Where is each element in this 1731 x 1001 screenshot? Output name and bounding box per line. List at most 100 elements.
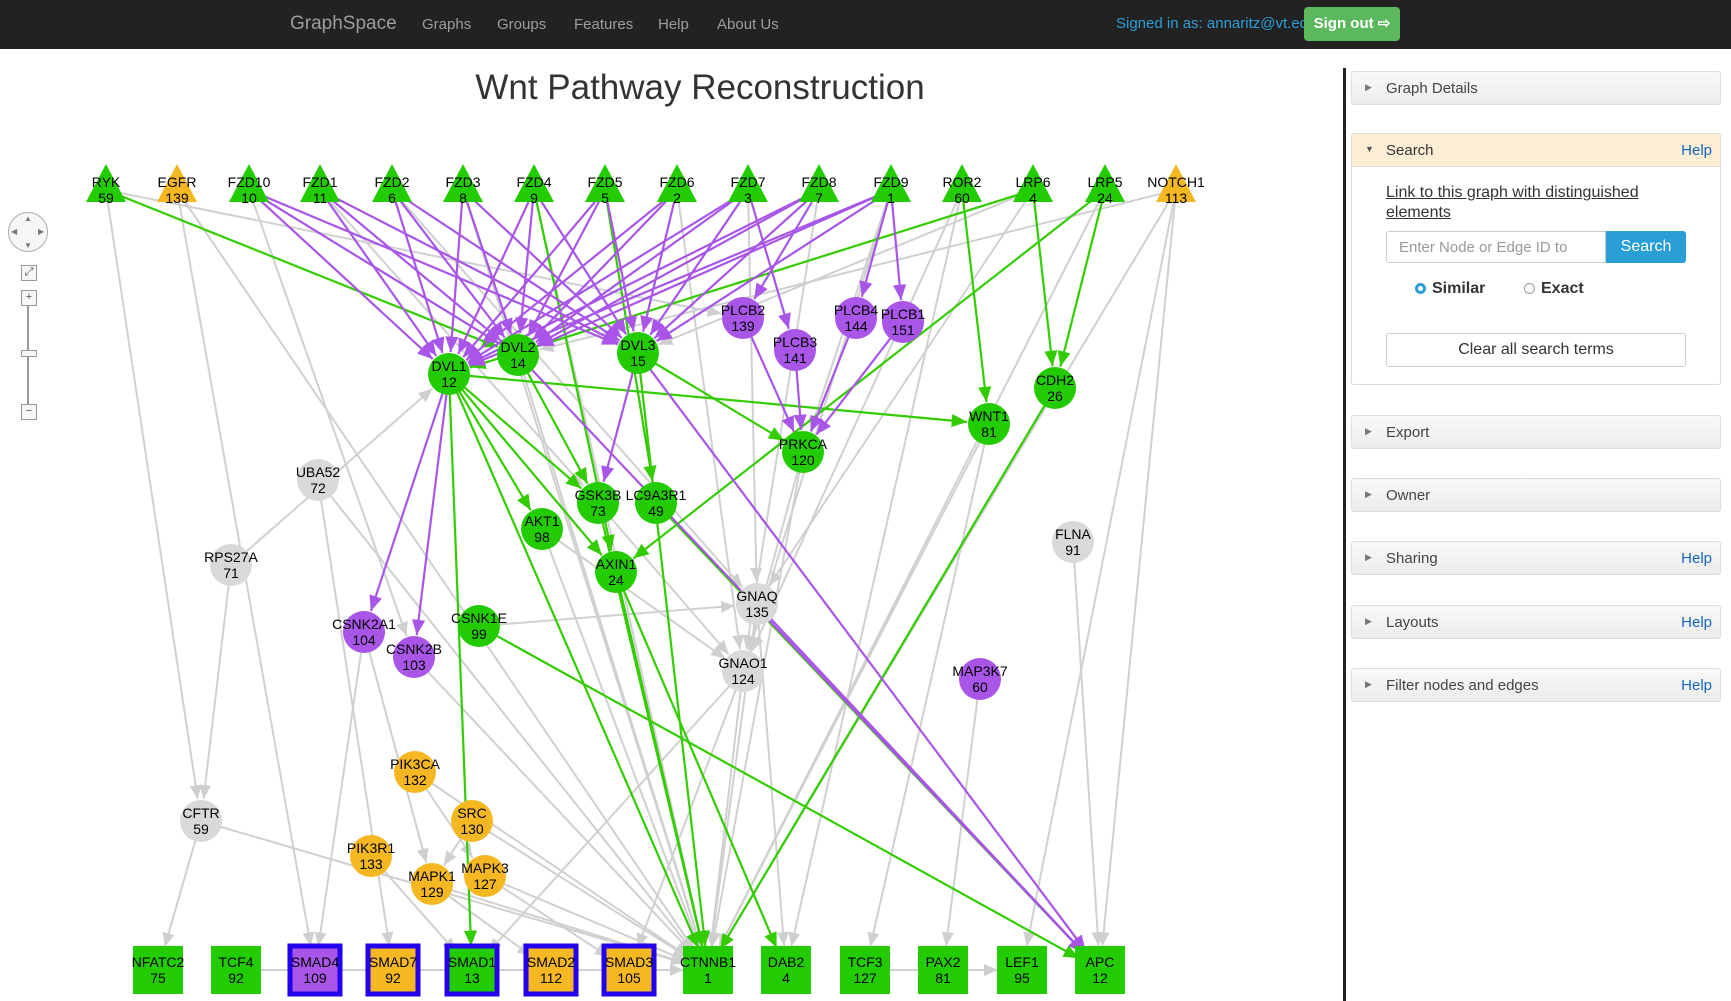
node-shape[interactable] (728, 164, 768, 202)
pan-up-icon[interactable]: ▲ (24, 214, 32, 223)
edge-DVL1-WNT1[interactable] (448, 372, 968, 428)
edge-NOTCH1-APC[interactable] (1097, 189, 1177, 947)
node-shape[interactable] (458, 605, 500, 647)
edge-AKT1-CTNNB1[interactable] (541, 528, 701, 948)
edge-CFTR-NFATC2[interactable] (162, 820, 202, 948)
node-shape[interactable] (657, 164, 697, 202)
edge-FZD7-DVL1[interactable] (467, 189, 749, 364)
edge-FZD2-DVL3[interactable] (391, 189, 621, 342)
edge-UBA52-CTNNB1[interactable] (317, 479, 694, 952)
edge-LRP6-GNAQ[interactable] (768, 189, 1034, 587)
edge-FZD9-PLCB1[interactable] (889, 189, 907, 301)
edge-AKT1-GNAO1[interactable] (541, 528, 726, 660)
edge-DVL2-GSK3B[interactable] (517, 354, 589, 485)
sign-out-button[interactable]: Sign out ⇨ (1304, 7, 1400, 41)
sharing-panel[interactable]: ▶ Sharing Help (1351, 541, 1721, 575)
edge-NOTCH1-LEF1[interactable] (1023, 189, 1177, 947)
edge-LRP6-CDH2[interactable] (1031, 189, 1058, 367)
nav-help[interactable]: Help (658, 16, 689, 33)
node-shape[interactable] (1156, 164, 1196, 202)
edge-FZD4-DVL3[interactable] (533, 189, 628, 336)
node-shape[interactable] (443, 164, 483, 202)
search-input[interactable]: Enter Node or Edge ID to (1386, 231, 1606, 263)
edge-AXIN1-CTNNB1[interactable] (614, 571, 706, 947)
node-shape[interactable] (210, 544, 252, 586)
signed-in-label[interactable]: Signed in as: annaritz@vt.edu (1116, 15, 1317, 32)
graph-details-panel[interactable]: ▶ Graph Details (1351, 71, 1721, 105)
edge-FZD4-DVL2[interactable] (515, 189, 536, 334)
node-shape[interactable] (782, 431, 824, 473)
edge-DVL3-APC[interactable] (637, 352, 1087, 952)
node-shape[interactable] (882, 301, 924, 343)
edge-CSNK1E-APC[interactable] (478, 625, 1080, 960)
edge-FZD10-DVL1[interactable] (248, 189, 434, 360)
edge-FZD6-DVL1[interactable] (465, 189, 678, 362)
layouts-help-link[interactable]: Help (1681, 614, 1712, 631)
edge-FZD5-DVL2[interactable] (527, 189, 606, 337)
edge-CDH2-CTNNB1[interactable] (719, 387, 1056, 950)
edge-DVL1-AXIN1[interactable] (448, 373, 603, 556)
edge-RYK-PLCB2[interactable] (105, 189, 722, 317)
node-shape[interactable] (1052, 521, 1094, 563)
search-help-link[interactable]: Help (1681, 142, 1712, 159)
edge-PRKCA-CTNNB1[interactable] (708, 451, 804, 947)
edge-FZD10-CSNK2B[interactable] (248, 189, 408, 637)
edge-DVL3-CTNNB1[interactable] (636, 352, 711, 947)
node-shape[interactable] (428, 353, 470, 395)
pan-right-icon[interactable]: ▶ (38, 227, 45, 236)
owner-panel[interactable]: ▶ Owner (1351, 478, 1721, 512)
zoom-in-icon[interactable]: + (21, 290, 37, 306)
node-shape[interactable] (617, 332, 659, 374)
edge-FZD2-DVL2[interactable] (391, 189, 506, 339)
edge-LRP5-CDH2[interactable] (1057, 189, 1107, 367)
edge-FZD3-DVL1[interactable] (445, 189, 465, 353)
edge-ROR2-WNT1[interactable] (960, 189, 992, 403)
edge-FZD5-DVL3[interactable] (603, 189, 638, 332)
node-shape[interactable] (918, 946, 968, 994)
node-shape[interactable] (411, 863, 453, 905)
export-panel[interactable]: ▶ Export (1351, 415, 1721, 449)
edge-DVL1-CTNNB1[interactable] (447, 373, 700, 949)
fit-icon[interactable]: ⤢ (21, 265, 37, 281)
node-shape[interactable] (365, 943, 421, 997)
edge-GNAQ-DAB2[interactable] (756, 603, 789, 947)
edge-LRP5-AXIN1[interactable] (632, 189, 1106, 560)
edge-CSNK2B-CTNNB1[interactable] (413, 656, 693, 954)
edge-FZD8-DVL3[interactable] (653, 189, 820, 340)
edge-DVL2-CTNNB1[interactable] (517, 354, 703, 948)
node-shape[interactable] (300, 164, 340, 202)
node-shape[interactable] (350, 835, 392, 877)
node-shape[interactable] (840, 946, 890, 994)
edge-RYK-CFTR[interactable] (105, 189, 202, 800)
pan-down-icon[interactable]: ▼ (24, 241, 32, 250)
edge-FZD4-DVL1[interactable] (457, 189, 535, 355)
clear-search-button[interactable]: Clear all search terms (1386, 333, 1686, 367)
edge-FZD9-GNAO1[interactable] (747, 189, 892, 651)
